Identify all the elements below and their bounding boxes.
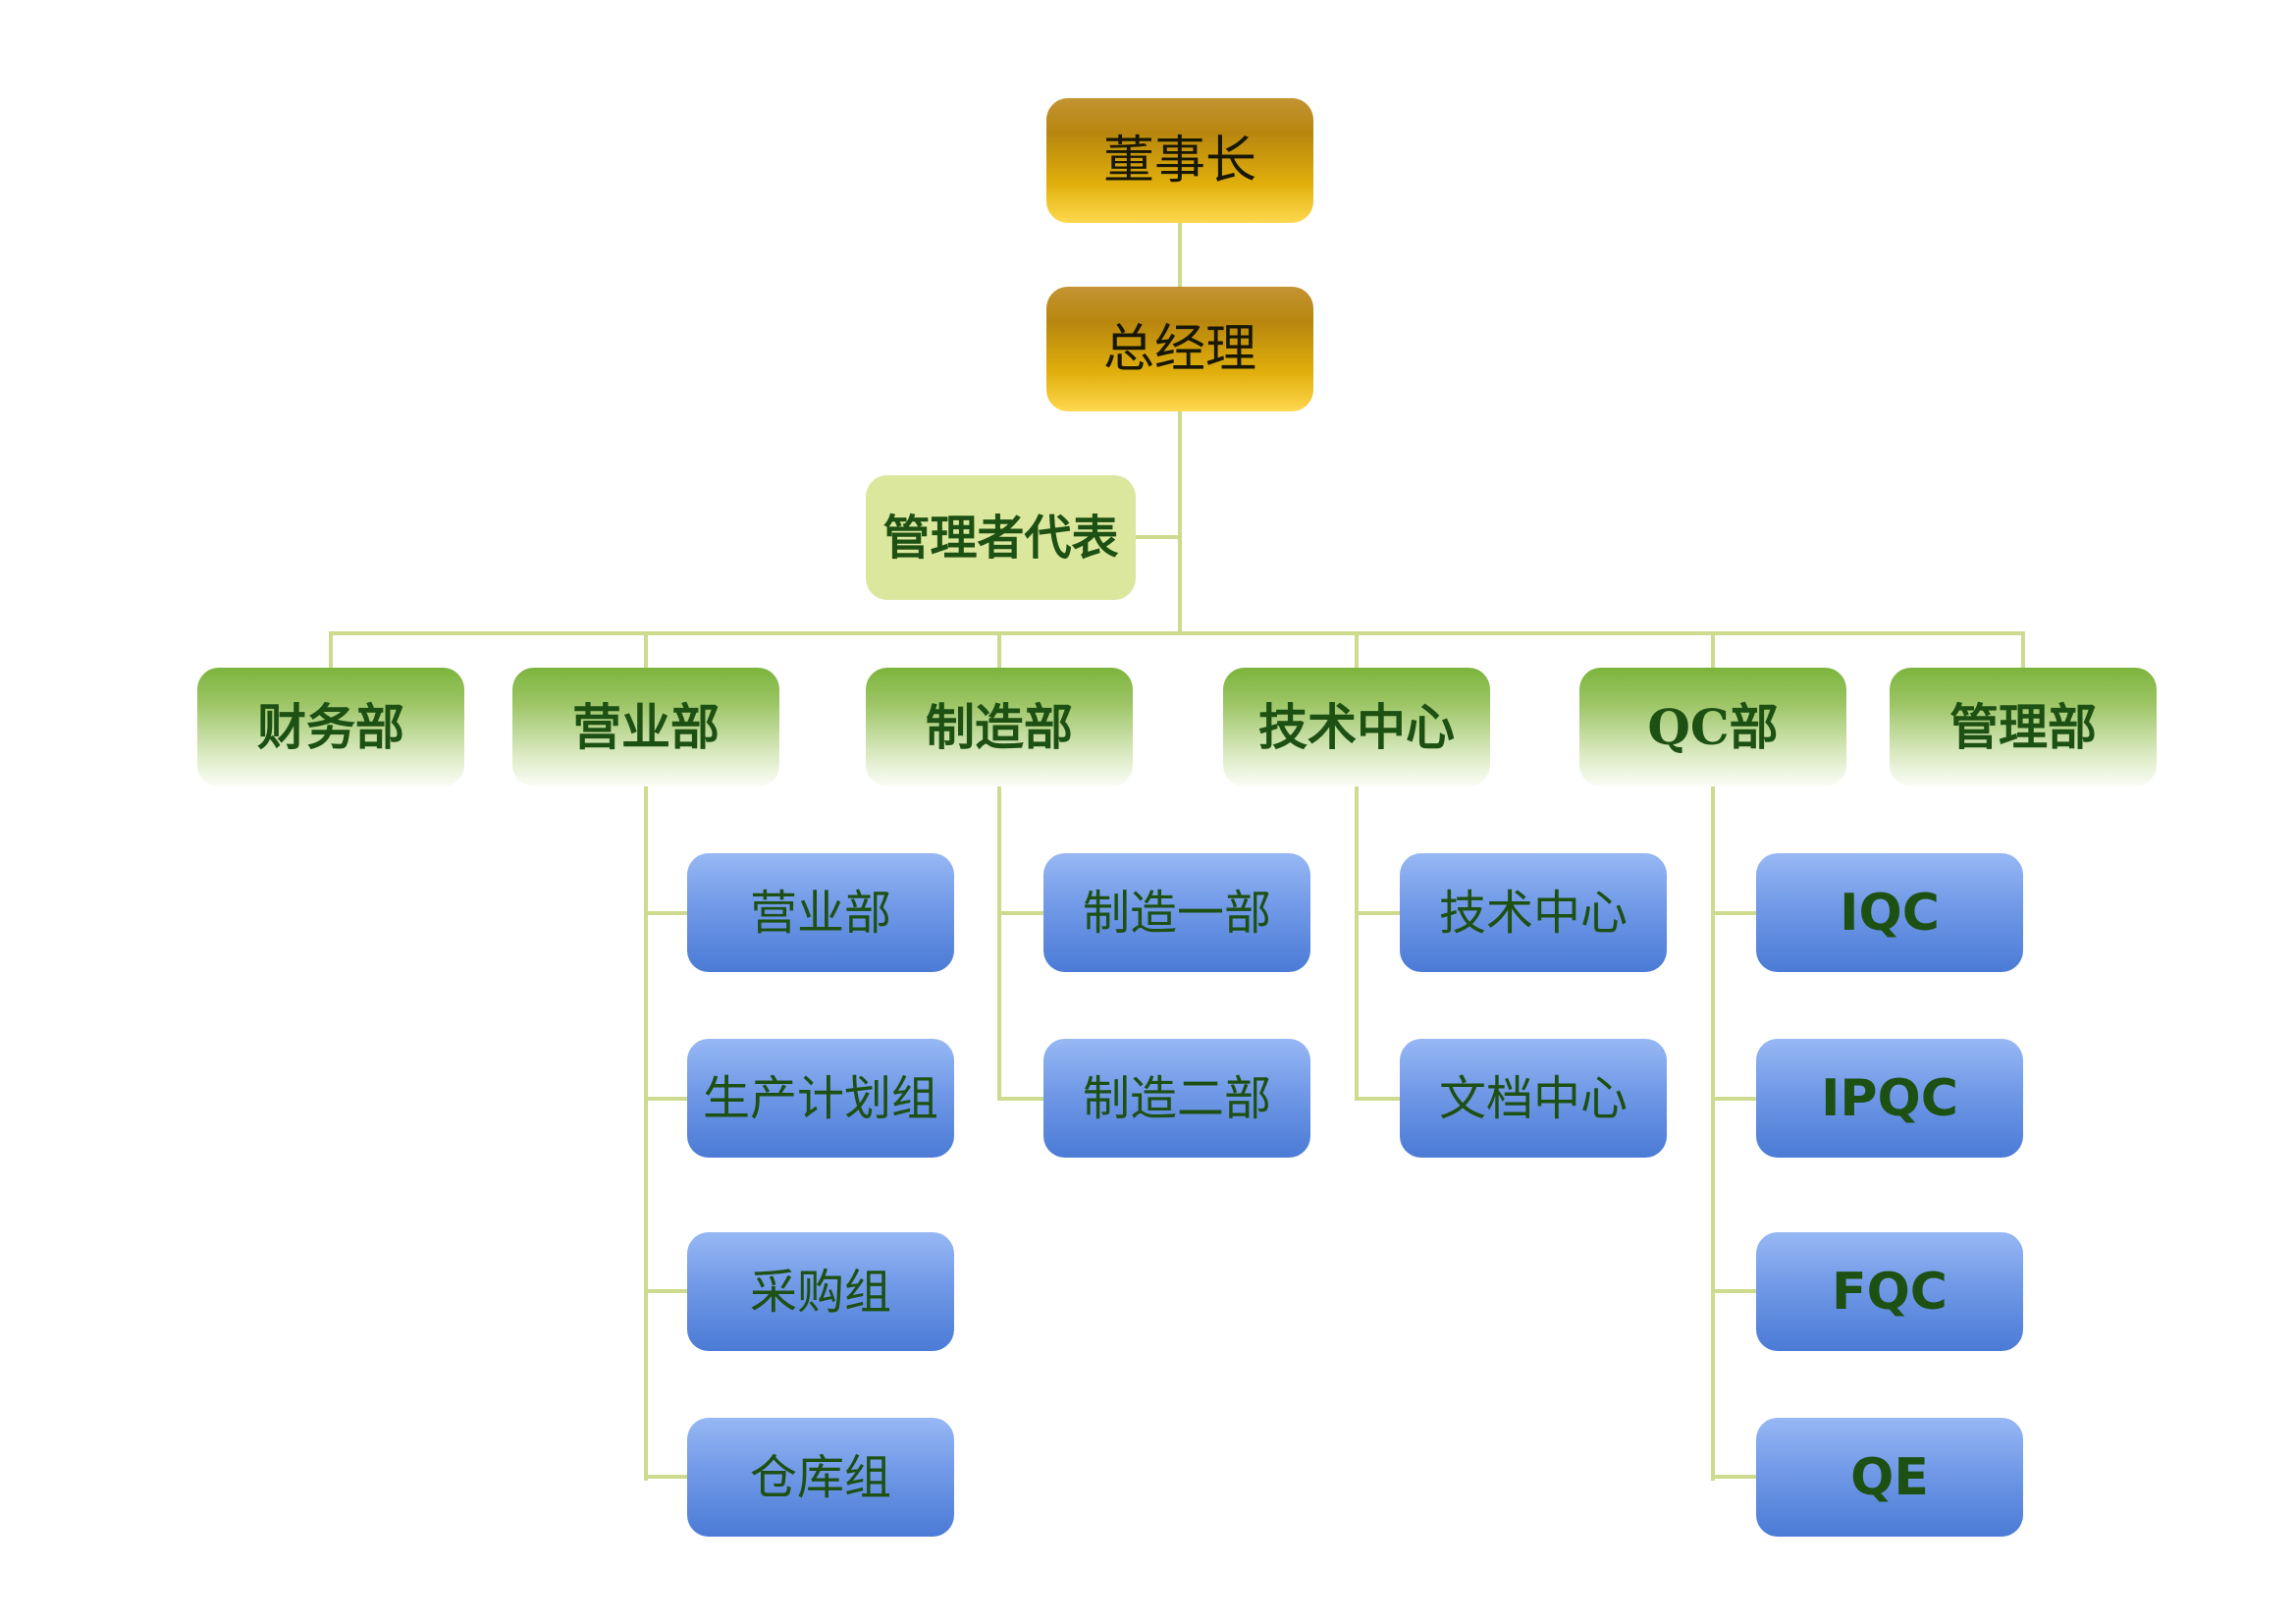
org-node-tech-center-label: 技术中心 bbox=[1258, 697, 1455, 756]
connector-sales-to-sub4 bbox=[644, 1475, 687, 1479]
org-node-qc-sub3: FQC bbox=[1756, 1232, 2023, 1351]
org-node-sales-sub2-label: 生产计划组 bbox=[702, 1070, 938, 1126]
connector-tech-spine bbox=[1355, 786, 1359, 1101]
org-node-sales-label: 营业部 bbox=[572, 697, 720, 756]
connector-mfg-spine bbox=[997, 786, 1001, 1101]
org-node-sales-sub3: 采购组 bbox=[687, 1232, 954, 1351]
org-node-manufacturing-label: 制造部 bbox=[926, 697, 1073, 756]
org-node-management-rep: 管理者代表 bbox=[866, 475, 1136, 600]
connector-sales-to-sub3 bbox=[644, 1289, 687, 1293]
org-node-finance: 财务部 bbox=[197, 668, 464, 786]
org-node-qc-sub4-label: QE bbox=[1850, 1447, 1929, 1507]
connector-level2-bus bbox=[331, 631, 2023, 635]
org-node-sales-sub1-label: 营业部 bbox=[749, 885, 891, 941]
connector-bus-to-manufacturing bbox=[997, 631, 1001, 670]
connector-tech-to-sub1 bbox=[1355, 911, 1400, 915]
org-node-admin: 管理部 bbox=[1890, 668, 2157, 786]
org-node-chairman: 董事长 bbox=[1046, 98, 1313, 223]
org-node-admin-label: 管理部 bbox=[1949, 697, 2097, 756]
org-node-qc-sub1: IQC bbox=[1756, 853, 2023, 972]
org-node-tech-sub2-label: 文档中心 bbox=[1438, 1070, 1628, 1126]
org-node-sales-sub4-label: 仓库组 bbox=[749, 1449, 891, 1505]
org-node-sales-sub4: 仓库组 bbox=[687, 1418, 954, 1537]
connector-bus-to-admin bbox=[2021, 631, 2025, 670]
org-node-mfg-sub2-label: 制造二部 bbox=[1082, 1070, 1271, 1126]
connector-chairman-to-gm bbox=[1178, 223, 1182, 290]
connector-mfg-to-sub1 bbox=[997, 911, 1043, 915]
connector-qc-spine bbox=[1711, 786, 1715, 1481]
connector-qc-to-sub1 bbox=[1711, 911, 1756, 915]
org-node-qc-sub3-label: FQC bbox=[1832, 1262, 1948, 1322]
org-node-sales-sub3-label: 采购组 bbox=[749, 1264, 891, 1320]
connector-gm-to-management-rep bbox=[1136, 535, 1182, 539]
connector-bus-to-sales bbox=[644, 631, 648, 670]
org-node-finance-label: 财务部 bbox=[257, 697, 404, 756]
connector-bus-to-tech-center bbox=[1355, 631, 1359, 670]
org-node-sales-sub2: 生产计划组 bbox=[687, 1039, 954, 1158]
org-node-qc-sub2-label: IPQC bbox=[1821, 1068, 1958, 1128]
org-node-tech-center: 技术中心 bbox=[1223, 668, 1490, 786]
org-node-manufacturing: 制造部 bbox=[866, 668, 1133, 786]
org-node-qc-sub2: IPQC bbox=[1756, 1039, 2023, 1158]
org-node-management-rep-label: 管理者代表 bbox=[882, 510, 1119, 566]
connector-bus-to-qc bbox=[1711, 631, 1715, 670]
connector-qc-to-sub2 bbox=[1711, 1097, 1756, 1101]
org-node-sales: 营业部 bbox=[512, 668, 779, 786]
org-node-chairman-label: 董事长 bbox=[1102, 131, 1256, 190]
org-node-sales-sub1: 营业部 bbox=[687, 853, 954, 972]
org-node-qc: QC部 bbox=[1579, 668, 1846, 786]
connector-sales-spine bbox=[644, 786, 648, 1481]
org-node-qc-sub4: QE bbox=[1756, 1418, 2023, 1537]
connector-tech-to-sub2 bbox=[1355, 1097, 1400, 1101]
org-node-general-manager-label: 总经理 bbox=[1102, 319, 1256, 379]
connector-sales-to-sub2 bbox=[644, 1097, 687, 1101]
connector-sales-to-sub1 bbox=[644, 911, 687, 915]
connector-qc-to-sub4 bbox=[1711, 1475, 1756, 1479]
org-node-general-manager: 总经理 bbox=[1046, 287, 1313, 411]
org-node-tech-sub1-label: 技术中心 bbox=[1438, 885, 1628, 941]
org-node-mfg-sub2: 制造二部 bbox=[1043, 1039, 1310, 1158]
org-node-tech-sub2: 文档中心 bbox=[1400, 1039, 1667, 1158]
org-node-mfg-sub1: 制造一部 bbox=[1043, 853, 1310, 972]
org-node-qc-sub1-label: IQC bbox=[1840, 883, 1940, 943]
org-node-qc-label: QC部 bbox=[1647, 697, 1779, 756]
connector-qc-to-sub3 bbox=[1711, 1289, 1756, 1293]
connector-gm-to-bus bbox=[1178, 411, 1182, 635]
org-node-mfg-sub1-label: 制造一部 bbox=[1082, 885, 1271, 941]
connector-mfg-to-sub2 bbox=[997, 1097, 1043, 1101]
connector-bus-to-finance bbox=[329, 631, 333, 670]
org-node-tech-sub1: 技术中心 bbox=[1400, 853, 1667, 972]
